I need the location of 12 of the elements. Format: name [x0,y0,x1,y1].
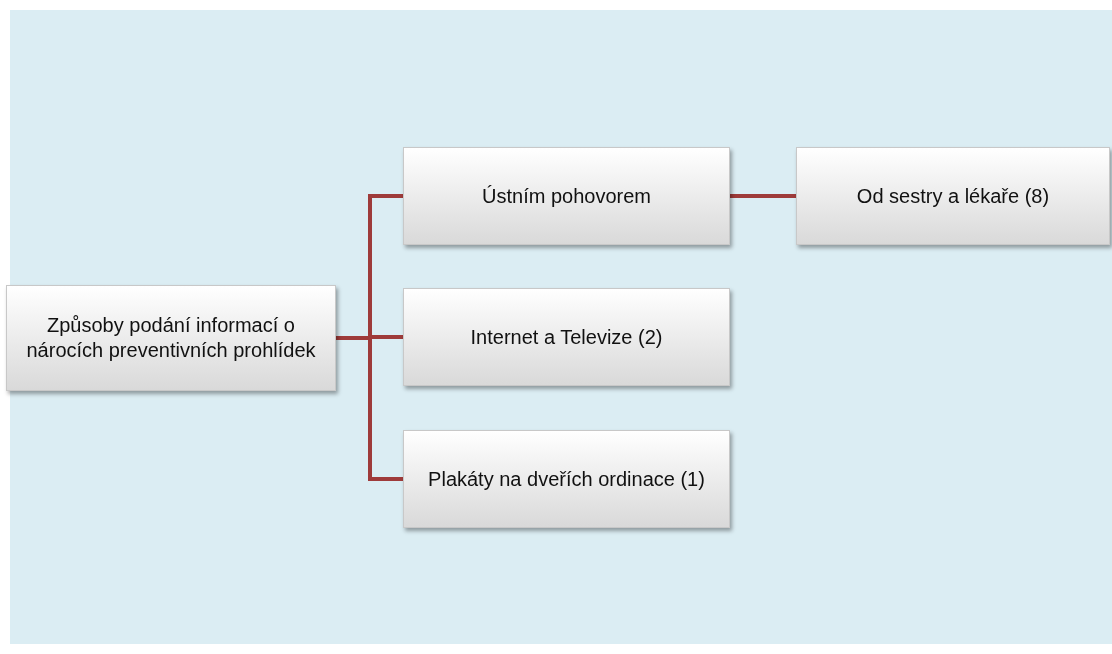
text-box [403,147,730,245]
box-label: Internet a Televize (2) [470,324,663,350]
text-box [403,430,730,528]
text-box [796,147,1110,245]
box-label: Způsoby podání informací o nárocích preventivních prohlídek [25,313,317,363]
text-box [403,288,730,386]
box-label: Plakáty na dveřích ordinace (1) [428,466,705,492]
text-box [6,285,336,391]
box-label: Ústním pohovorem [482,183,651,209]
connector-line [336,336,403,481]
connector-line [730,194,796,198]
box-label: Od sestry a lékaře (8) [856,183,1050,209]
